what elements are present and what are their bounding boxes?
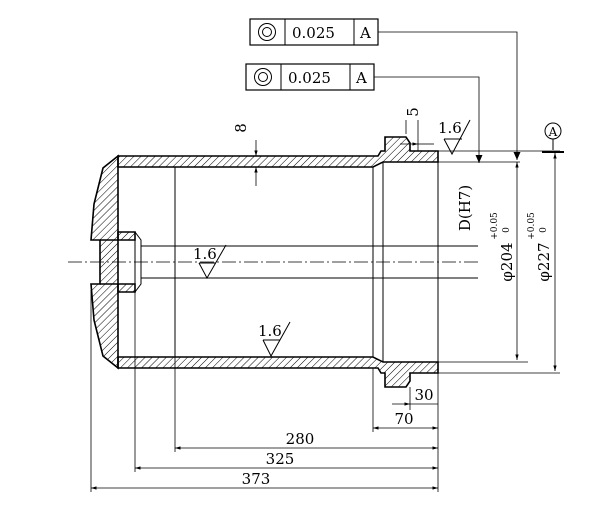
roughness-inner-surface: 1.6 bbox=[258, 321, 291, 358]
dim-flange-thickness: 5 bbox=[400, 107, 434, 151]
svg-text:φ204: φ204 bbox=[498, 242, 516, 281]
length-325-text: 325 bbox=[266, 450, 295, 468]
dim-length-70: 70 bbox=[373, 410, 438, 430]
leader-frame-1 bbox=[378, 31, 518, 160]
tolerance-datum-1: A bbox=[359, 24, 371, 42]
tolerance-datum-2: A bbox=[355, 69, 367, 87]
length-30-text: 30 bbox=[414, 386, 433, 404]
bore-label: D(H7) bbox=[456, 185, 474, 231]
dim-length-30: 30 bbox=[392, 386, 438, 406]
top-wall-section bbox=[117, 136, 439, 168]
roughness-value-inner: 1.6 bbox=[258, 322, 282, 340]
roughness-value-flange: 1.6 bbox=[438, 119, 462, 137]
diameter-outer-upper: +0.05 bbox=[527, 212, 537, 240]
tolerance-value-1: 0.025 bbox=[292, 24, 335, 42]
dim-wall-thickness: 8 bbox=[232, 123, 258, 186]
dim-length-373: 373 bbox=[91, 470, 438, 490]
length-70-text: 70 bbox=[394, 410, 413, 428]
length-373-text: 373 bbox=[242, 470, 271, 488]
tolerance-frame-2: 0.025 A bbox=[245, 63, 375, 91]
diameter-outer-lower: 0 bbox=[539, 227, 549, 233]
diameter-inner-upper: +0.05 bbox=[490, 212, 500, 240]
leader-frame-2 bbox=[374, 76, 480, 163]
datum-label: A bbox=[548, 125, 558, 139]
concentricity-icon bbox=[254, 68, 272, 86]
diameter-inner-lower: 0 bbox=[502, 227, 512, 233]
svg-text:φ227: φ227 bbox=[535, 242, 553, 281]
dim-length-280: 280 bbox=[175, 430, 438, 450]
dim-length-325: 325 bbox=[135, 450, 438, 470]
diameter-outer-value: 227 bbox=[535, 242, 553, 271]
tolerance-frame-1: 0.025 A bbox=[249, 18, 379, 46]
diameter-inner-value: 204 bbox=[498, 242, 516, 271]
bottom-wall-section bbox=[117, 356, 439, 388]
dim-diameter-outer: φ227 +0.05 0 bbox=[438, 150, 560, 374]
roughness-flange-face: 1.6 bbox=[438, 119, 471, 156]
roughness-value-bore: 1.6 bbox=[193, 245, 217, 263]
length-280-text: 280 bbox=[286, 430, 315, 448]
flange-thickness-text: 5 bbox=[404, 107, 422, 117]
datum-a-symbol: A bbox=[542, 122, 564, 153]
roughness-bore: 1.6 bbox=[193, 244, 227, 280]
diameter-inner-prefix: φ bbox=[498, 271, 516, 282]
diameter-outer-prefix: φ bbox=[535, 271, 553, 282]
tolerance-value-2: 0.025 bbox=[288, 69, 331, 87]
wall-thickness-text: 8 bbox=[232, 123, 250, 133]
dim-diameter-inner: φ204 +0.05 0 bbox=[438, 161, 528, 363]
concentricity-icon bbox=[258, 23, 276, 41]
